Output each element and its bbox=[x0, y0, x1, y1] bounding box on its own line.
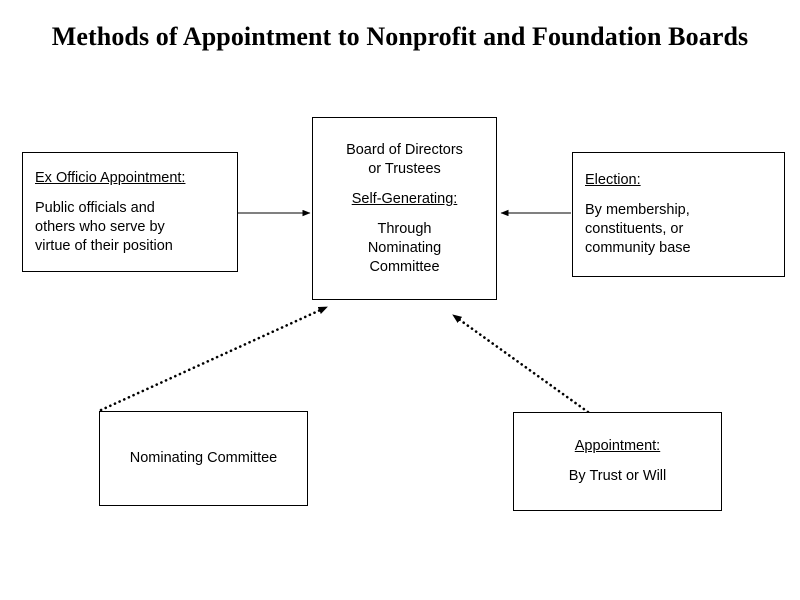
node-election[interactable]: Election: By membership, constituents, o… bbox=[572, 152, 785, 277]
appointment-line-1: By Trust or Will bbox=[568, 468, 667, 484]
exofficio-heading: Ex Officio Appointment: bbox=[35, 169, 186, 186]
exofficio-spacer bbox=[35, 188, 229, 199]
edge-appointment-to-board bbox=[451, 313, 590, 414]
exofficio-line-1: Public officials and bbox=[35, 199, 155, 216]
appointment-heading: Appointment: bbox=[574, 438, 661, 454]
election-heading-wrap: Election: bbox=[585, 171, 776, 190]
appointment-heading-wrap: Appointment: bbox=[522, 437, 713, 456]
board-line-2: or Trustees bbox=[368, 160, 441, 177]
board-spacer-2 bbox=[321, 209, 488, 220]
election-heading: Election: bbox=[585, 172, 641, 188]
node-board-of-directors[interactable]: Board of Directors or Trustees Self-Gene… bbox=[312, 117, 497, 300]
exofficio-line-3: virtue of their position bbox=[35, 237, 173, 254]
election-line-1: By membership, bbox=[585, 202, 690, 218]
node-ex-officio-appointment[interactable]: Ex Officio Appointment: Public officials… bbox=[22, 152, 238, 272]
exofficio-heading-wrap: Ex Officio Appointment: bbox=[35, 169, 229, 188]
board-line-1: Board of Directors bbox=[346, 141, 463, 158]
node-appointment[interactable]: Appointment: By Trust or Will bbox=[513, 412, 722, 511]
appointment-spacer bbox=[522, 456, 713, 467]
board-line-4: Nominating bbox=[367, 239, 442, 256]
nominating-line-1: Nominating Committee bbox=[129, 450, 278, 466]
board-line-5: Committee bbox=[369, 258, 440, 275]
page-title: Methods of Appointment to Nonprofit and … bbox=[51, 22, 749, 51]
election-line-3: community base bbox=[585, 240, 691, 256]
election-spacer bbox=[585, 190, 776, 201]
board-line-3: Through bbox=[377, 220, 432, 237]
board-spacer-1 bbox=[321, 179, 488, 190]
board-heading: Self-Generating: bbox=[351, 190, 458, 207]
edge-nominating-to-board bbox=[99, 305, 329, 412]
board-heading-wrap: Self-Generating: bbox=[321, 190, 488, 209]
exofficio-line-2: others who serve by bbox=[35, 218, 165, 235]
election-line-2: constituents, or bbox=[585, 221, 684, 237]
node-nominating-committee[interactable]: Nominating Committee bbox=[99, 411, 308, 506]
